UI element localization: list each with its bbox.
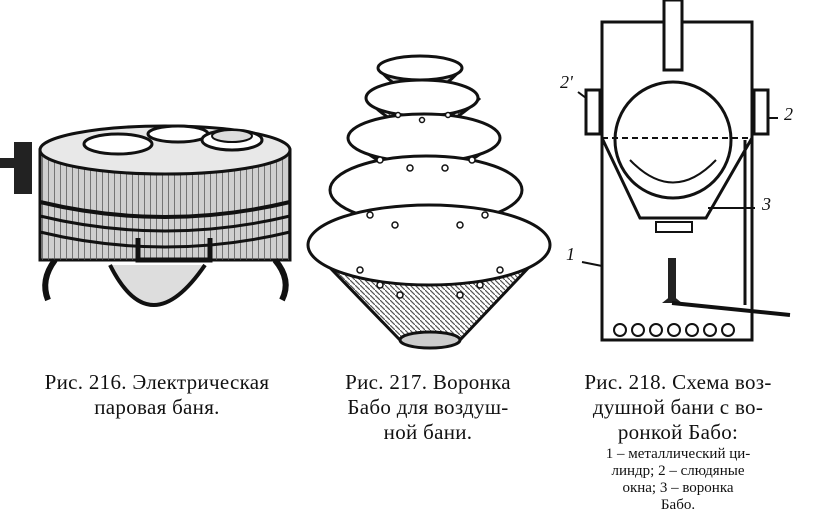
figure-218-air-bath-scheme: 2' 2 3 1 [540, 0, 815, 350]
caption-218-line-2: душной бани с во- [592, 395, 764, 419]
label-window-right: 2 [784, 104, 793, 124]
legend-218-line-2: линдр; 2 – слюдяные [611, 463, 745, 479]
caption-217-line-2: Бабо для воздуш- [347, 395, 509, 419]
steam-bath-illustration [0, 124, 292, 307]
caption-217-line-1: Рис. 217. Воронка [345, 370, 511, 394]
caption-figure-216: Рис. 216. Электрическая паровая баня. [22, 370, 292, 420]
label-cylinder: 1 [566, 244, 575, 264]
caption-218-line-1: Рис. 218. Схема воз- [584, 370, 772, 394]
legend-218-line-4: Бабо. [660, 497, 696, 513]
figure-217-babo-funnel [300, 40, 560, 350]
babo-funnel-illustration [306, 54, 552, 350]
label-window-left: 2' [560, 72, 573, 92]
air-bath-scheme-drawing [577, 0, 791, 342]
caption-218-line-3: ронкой Бабо: [617, 420, 739, 444]
caption-216-line-2: паровая баня. [94, 395, 220, 419]
caption-figure-218: Рис. 218. Схема воз- душной бани с во- р… [562, 370, 794, 445]
caption-216-line-1: Рис. 216. Электрическая [44, 370, 270, 394]
legend-figure-218: 1 – металлический ци- линдр; 2 – слюдяны… [562, 446, 794, 514]
label-funnel: 3 [762, 194, 771, 214]
figure-216-steam-bath [0, 120, 300, 340]
legend-218-line-3: окна; 3 – воронка [622, 480, 734, 496]
caption-217-line-3: ной бани. [383, 420, 473, 444]
legend-218-line-1: 1 – металлический ци- [605, 446, 751, 462]
caption-figure-217: Рис. 217. Воронка Бабо для воздуш- ной б… [312, 370, 544, 445]
